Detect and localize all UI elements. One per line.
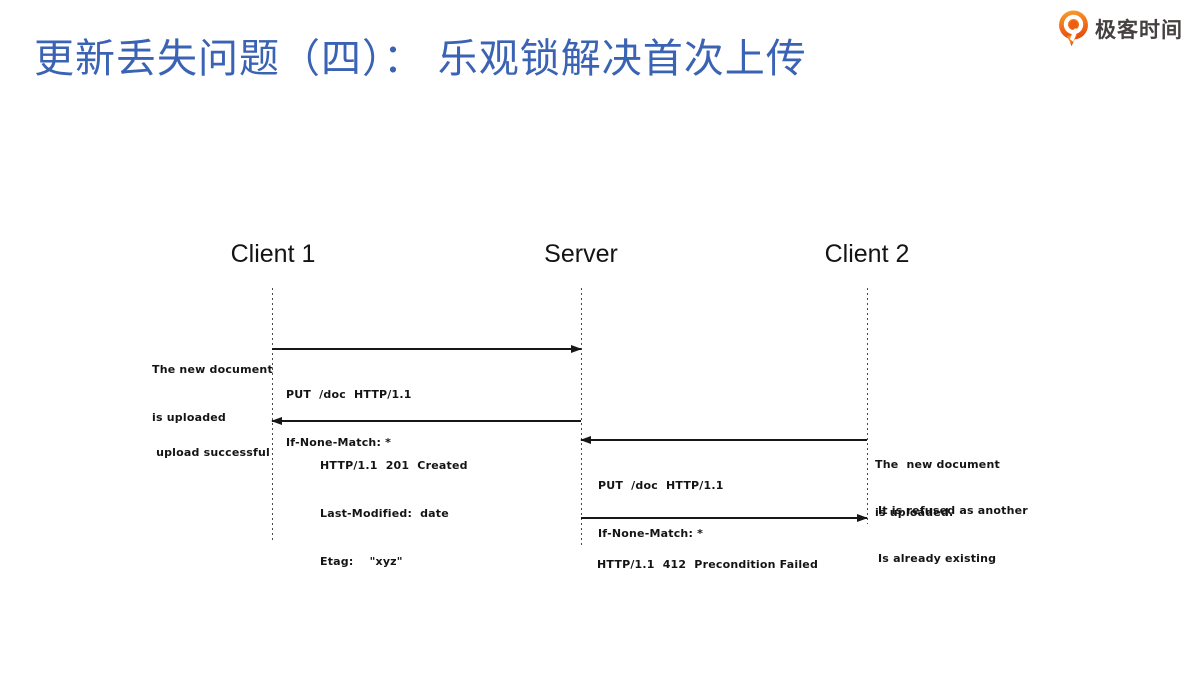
message-put-request-1: PUT /doc HTTP/1.1 If-None-Match: * bbox=[286, 355, 412, 467]
note-line: The new document bbox=[152, 363, 273, 376]
note-line: is uploaded bbox=[152, 411, 227, 424]
message-line: If-None-Match: * bbox=[286, 436, 392, 449]
message-put-request-2: PUT /doc HTTP/1.1 If-None-Match: * bbox=[598, 446, 724, 558]
arrow-server-to-client2 bbox=[581, 517, 867, 519]
note-line: It is refused as another bbox=[878, 504, 1028, 517]
note-line: upload successful bbox=[156, 446, 270, 459]
page-title: 更新丢失问题（四）： 乐观锁解决首次上传 bbox=[34, 36, 807, 82]
note-upload-successful: upload successful bbox=[150, 413, 270, 477]
brand-name: 极客时间 bbox=[1095, 17, 1183, 42]
message-line: Last-Modified: date bbox=[320, 507, 449, 520]
actor-server-label: Server bbox=[544, 240, 618, 268]
note-client2-upload: The new document is uploaded. bbox=[875, 425, 1000, 537]
note-line: The new document bbox=[875, 458, 1000, 471]
note-line: Is already existing bbox=[878, 552, 997, 565]
lifeline-client2 bbox=[867, 288, 868, 524]
note-client1-upload: The new document is uploaded bbox=[152, 330, 273, 442]
message-line: HTTP/1.1 201 Created bbox=[320, 459, 468, 472]
message-line: HTTP/1.1 412 Precondition Failed bbox=[597, 558, 819, 571]
brand-logo: 极客时间 bbox=[1058, 10, 1183, 47]
actor-client2-label: Client 2 bbox=[824, 240, 910, 268]
arrow-client1-to-server bbox=[272, 348, 581, 350]
actor-client1-label: Client 1 bbox=[230, 240, 316, 268]
message-line: PUT /doc HTTP/1.1 bbox=[598, 479, 724, 492]
note-line: is uploaded. bbox=[875, 506, 954, 519]
message-line: If-None-Match: * bbox=[598, 527, 704, 540]
lifeline-client1 bbox=[272, 288, 273, 540]
lifeline-server bbox=[581, 288, 582, 546]
arrow-client2-to-server bbox=[581, 439, 867, 441]
geektime-logo-icon bbox=[1058, 10, 1089, 47]
message-412-precondition-failed: HTTP/1.1 412 Precondition Failed bbox=[597, 525, 818, 589]
message-line: PUT /doc HTTP/1.1 bbox=[286, 388, 412, 401]
arrow-server-to-client1 bbox=[272, 420, 581, 422]
note-refused: It is refused as another Is already exis… bbox=[878, 471, 1028, 583]
message-201-created: HTTP/1.1 201 Created Last-Modified: date… bbox=[320, 426, 468, 586]
message-line: Etag: "xyz" bbox=[320, 555, 403, 568]
